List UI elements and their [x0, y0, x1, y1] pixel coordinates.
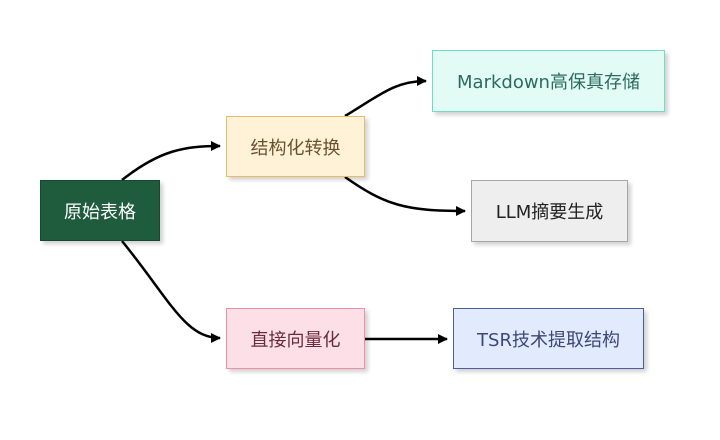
node-original-table: 原始表格: [40, 180, 160, 241]
node-markdown-storage: Markdown高保真存储: [432, 50, 665, 112]
node-label: 原始表格: [64, 201, 136, 223]
edge-struct-to-llm: [344, 175, 466, 216]
edge-root-to-vector: [121, 240, 221, 343]
edge-struct-to-markdown: [344, 76, 427, 118]
edge-root-to-struct: [121, 141, 221, 181]
node-structured-conversion: 结构化转换: [226, 116, 365, 177]
node-label: Markdown高保真存储: [457, 72, 640, 93]
node-direct-vectorization: 直接向量化: [226, 308, 365, 369]
node-label: 结构化转换: [250, 137, 341, 159]
node-llm-summary: LLM摘要生成: [471, 180, 628, 242]
node-label: TSR技术提取结构: [477, 329, 620, 351]
node-label: LLM摘要生成: [495, 202, 604, 223]
node-label: 直接向量化: [250, 329, 341, 351]
node-tsr-structure-extraction: TSR技术提取结构: [453, 308, 644, 369]
